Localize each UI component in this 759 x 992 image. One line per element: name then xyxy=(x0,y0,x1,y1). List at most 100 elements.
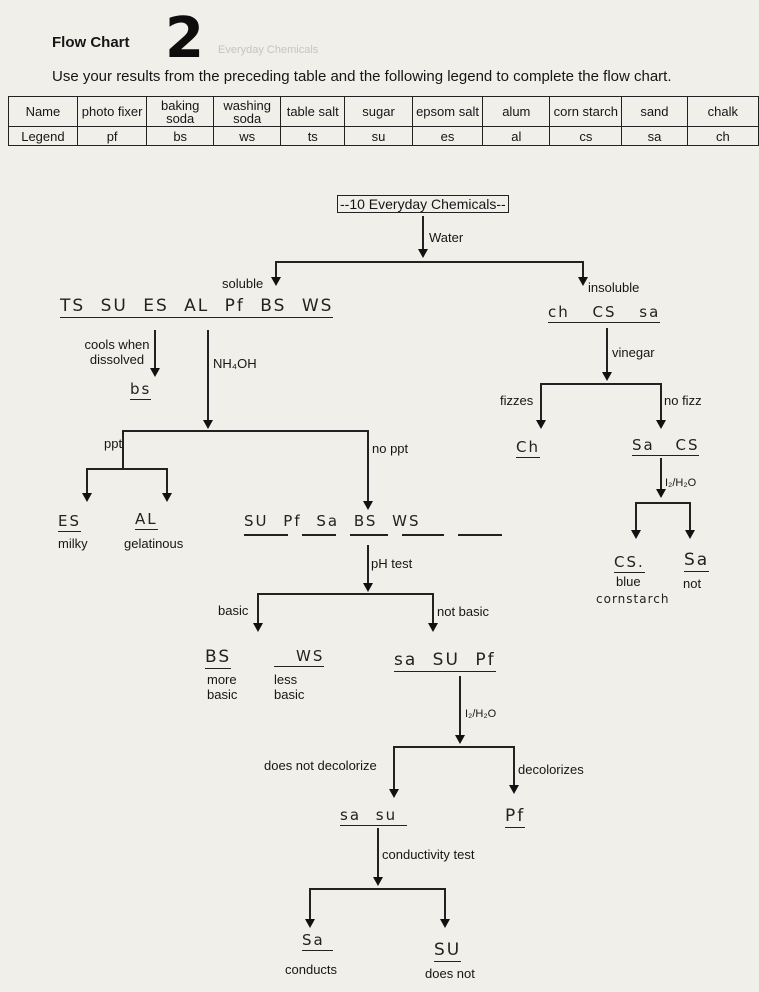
label-ph-test: pH test xyxy=(371,556,413,571)
legend-name: chalk xyxy=(686,96,759,127)
ws-answer: WS xyxy=(274,647,325,667)
ndc-list: sa su xyxy=(340,806,408,826)
label-not: not xyxy=(683,576,702,591)
connector xyxy=(432,593,434,623)
legend-code: sa xyxy=(621,126,688,146)
arrow-down-icon xyxy=(82,493,92,502)
fizzes-answer: Ch xyxy=(516,438,540,458)
connector xyxy=(393,746,514,748)
legend-code: cs xyxy=(549,126,623,146)
label-water: Water xyxy=(429,230,464,245)
label-soluble: soluble xyxy=(222,276,264,291)
label-conductivity-test: conductivity test xyxy=(382,847,475,862)
label-basic: basic xyxy=(218,603,249,618)
legend-name: sand xyxy=(621,96,688,127)
arrow-down-icon xyxy=(418,249,428,258)
cs-answer: CS. xyxy=(614,553,645,573)
cornstarch-note: cornstarch xyxy=(596,592,670,606)
label-gelatinous: gelatinous xyxy=(124,536,184,551)
label-milky: milky xyxy=(58,536,88,551)
arrow-down-icon xyxy=(373,877,383,886)
blank-line xyxy=(302,534,336,536)
arrow-down-icon xyxy=(656,420,666,429)
label-no-fizz: no fizz xyxy=(664,393,702,408)
arrow-down-icon xyxy=(455,735,465,744)
legend-name: alum xyxy=(482,96,551,127)
legend-name: baking soda xyxy=(146,96,214,127)
connector xyxy=(635,502,690,504)
arrow-down-icon xyxy=(685,530,695,539)
connector xyxy=(377,828,379,878)
arrow-down-icon xyxy=(305,919,315,928)
legend-code: bs xyxy=(146,126,214,146)
row-label-name: Name xyxy=(8,96,78,127)
label-decolorizes: decolorizes xyxy=(518,762,584,777)
label-vinegar: vinegar xyxy=(612,345,655,360)
connector xyxy=(393,746,395,790)
legend-name: table salt xyxy=(280,96,346,127)
insoluble-list: ch CS sa xyxy=(548,303,661,323)
arrow-down-icon xyxy=(509,785,519,794)
legend-code: es xyxy=(411,126,484,146)
arrow-down-icon xyxy=(536,420,546,429)
arrow-down-icon xyxy=(363,501,373,510)
connector xyxy=(257,593,433,595)
arrow-down-icon xyxy=(602,372,612,381)
legend-name: washing soda xyxy=(212,96,282,127)
legend-name: photo fixer xyxy=(76,96,148,127)
soluble-list: TS SU ES AL Pf BS WS xyxy=(60,296,334,318)
legend-table: Name photo fixer baking soda washing sod… xyxy=(8,96,759,146)
arrow-down-icon xyxy=(150,368,160,377)
arrow-down-icon xyxy=(162,493,172,502)
connector xyxy=(309,888,311,920)
connector xyxy=(660,383,662,421)
connector xyxy=(257,593,259,623)
legend-code: ts xyxy=(280,126,346,146)
legend-code: pf xyxy=(76,126,148,146)
arrow-down-icon xyxy=(656,489,666,498)
legend-name: corn starch xyxy=(549,96,623,127)
label-less-basic: less basic xyxy=(274,672,305,702)
connector xyxy=(154,330,156,370)
pf-answer: Pf xyxy=(505,806,526,828)
arrow-down-icon xyxy=(271,277,281,286)
label-more-basic: more basic xyxy=(207,672,238,702)
arrow-down-icon xyxy=(389,789,399,798)
flow-title: --10 Everyday Chemicals-- xyxy=(337,195,509,213)
connector xyxy=(513,746,515,786)
label-i2-h2o-right: I₂/H₂O xyxy=(665,477,697,489)
legend-code: ch xyxy=(686,126,759,146)
instructions: Use your results from the preceding tabl… xyxy=(52,68,672,85)
blank-line xyxy=(402,534,444,536)
label-not-basic: not basic xyxy=(437,604,490,619)
arrow-down-icon xyxy=(631,530,641,539)
sa-answer: Sa xyxy=(684,550,710,572)
blank-line xyxy=(458,534,502,536)
connector xyxy=(309,888,445,890)
label-cools: cools when dissolved xyxy=(84,337,150,367)
arrow-down-icon xyxy=(253,623,263,632)
faint-text: Everyday Chemicals xyxy=(218,44,319,56)
not-basic-list: sa SU Pf xyxy=(394,650,496,672)
blank-line xyxy=(350,534,388,536)
connector xyxy=(422,216,424,250)
row-label-legend: Legend xyxy=(8,126,78,146)
connector xyxy=(122,430,368,432)
legend-name: epsom salt xyxy=(411,96,484,127)
connector xyxy=(275,261,583,263)
page-title: Flow Chart xyxy=(52,34,130,51)
connector xyxy=(459,676,461,736)
arrow-down-icon xyxy=(363,583,373,592)
connector xyxy=(582,261,584,279)
label-insoluble: insoluble xyxy=(588,280,640,295)
sa-conducts-answer: Sa xyxy=(302,931,333,951)
handwritten-number: 2 xyxy=(165,6,204,71)
connector xyxy=(207,330,209,422)
label-fizzes: fizzes xyxy=(500,393,534,408)
no-ppt-list: SU Pf Sa BS WS xyxy=(244,512,421,530)
connector xyxy=(166,468,168,494)
connector xyxy=(367,545,369,585)
arrow-down-icon xyxy=(440,919,450,928)
bs-answer: BS xyxy=(205,647,232,669)
legend-code: al xyxy=(482,126,551,146)
